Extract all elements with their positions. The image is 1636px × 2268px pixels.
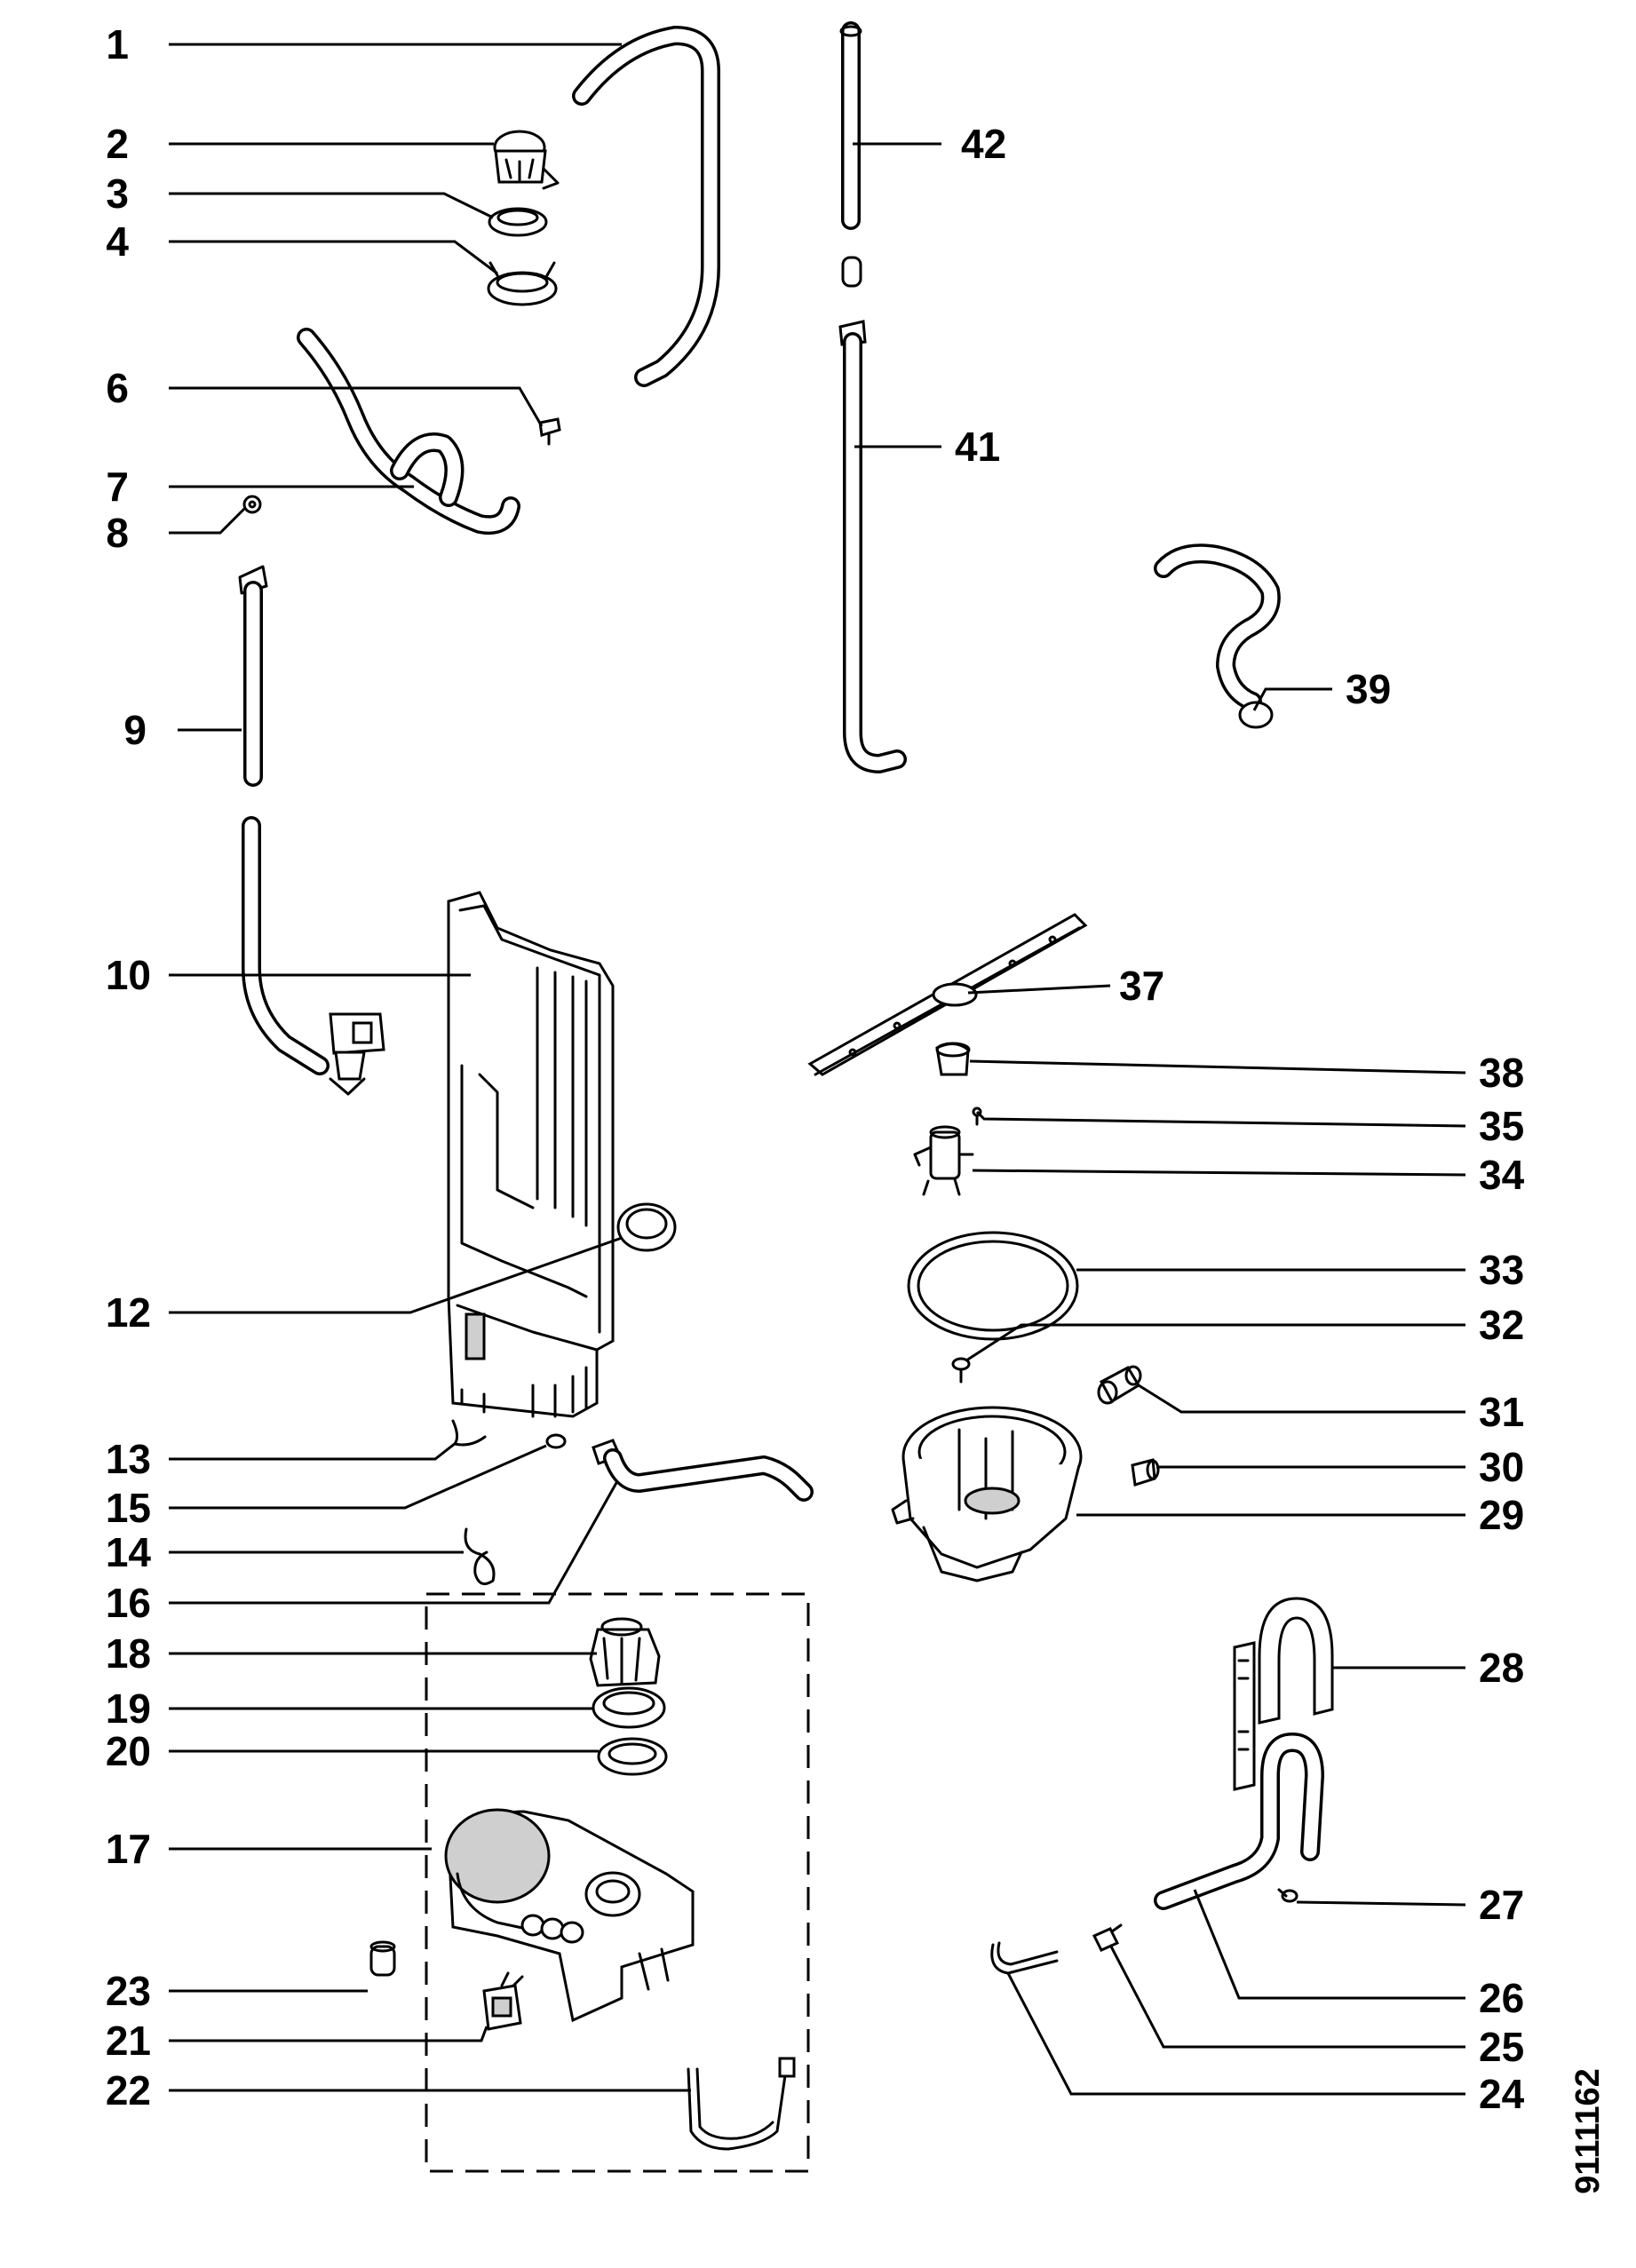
part-1-hose [572,26,720,387]
label-part-8: 8 [106,510,129,556]
label-part-24: 24 [1479,2071,1525,2117]
part-number-labels: 1 2 3 4 6 7 8 9 10 12 13 15 14 16 18 19 … [106,21,1525,2117]
label-part-35: 35 [1479,1103,1524,1149]
label-part-1: 1 [106,21,129,67]
label-part-9: 9 [123,707,147,753]
part-2-valve [493,130,560,190]
part-27-clip [1277,1888,1298,1903]
label-part-10: 10 [106,952,151,998]
label-part-12: 12 [106,1289,151,1336]
part-34-bracket [913,1125,974,1196]
part-23-cap [369,1940,396,1977]
part-30-screw [1131,1458,1160,1487]
part-14-clip [464,1527,496,1586]
part-35-screw [972,1106,982,1126]
label-part-16: 16 [106,1580,151,1626]
part-4-clamp [487,261,558,306]
label-part-3: 3 [106,170,129,217]
part-42-sleeve [841,256,862,288]
label-part-20: 20 [106,1728,151,1774]
part-17-tank [444,1808,695,2023]
part-28-bracket [1233,1597,1334,1791]
part-15-ring [545,1433,567,1449]
label-part-13: 13 [106,1436,151,1482]
label-part-31: 31 [1479,1389,1524,1435]
label-part-30: 30 [1479,1444,1524,1490]
label-part-23: 23 [106,1968,151,2014]
label-part-19: 19 [106,1685,151,1732]
part-39-tube [1154,543,1281,729]
part-31-plug [1097,1365,1142,1405]
label-part-32: 32 [1479,1302,1524,1348]
label-part-42: 42 [961,121,1006,167]
part-25-connector [1092,1923,1123,1952]
part-10-panel [447,891,615,1418]
part-24-hook [990,1941,1059,1975]
part-33-ring [907,1231,1079,1341]
part-41-tube [838,320,907,773]
part-9-lower-tube [242,816,385,1096]
label-part-18: 18 [106,1630,151,1677]
label-part-14: 14 [106,1529,152,1575]
label-part-21: 21 [106,2018,151,2064]
label-part-22: 22 [106,2067,151,2113]
label-part-26: 26 [1479,1975,1524,2021]
label-part-41: 41 [955,424,1000,470]
label-part-2: 2 [106,121,129,167]
part-29-sump [891,1406,1083,1582]
label-part-15: 15 [106,1485,151,1531]
drawing-number: 9111162 [1569,2068,1607,2194]
part-16-hose [592,1439,814,1502]
label-part-33: 33 [1479,1247,1524,1293]
label-part-28: 28 [1479,1645,1524,1691]
part-9-tube [238,565,268,787]
label-part-29: 29 [1479,1492,1524,1538]
label-part-7: 7 [106,464,129,510]
part-42-tube [839,21,862,230]
part-7-hose [297,328,520,535]
label-part-17: 17 [106,1826,151,1872]
part-21-switch [482,1971,524,2031]
part-13-clip [451,1419,487,1447]
leader-lines [169,43,1466,2096]
part-12-grommet [616,1202,677,1252]
part-26-tube [1154,1733,1324,1910]
part-6-screw [538,417,561,446]
part-32-screw [951,1357,971,1384]
label-part-34: 34 [1479,1152,1525,1198]
label-part-37: 37 [1119,963,1164,1009]
part-22-wire [687,2057,796,2151]
part-19-ring [592,1686,666,1729]
label-part-39: 39 [1346,666,1391,712]
assembly-dashed-box [425,1592,810,2173]
part-3-ring [488,207,548,237]
part-37-spray-arm [807,913,1088,1076]
label-part-25: 25 [1479,2024,1524,2070]
label-part-38: 38 [1479,1050,1524,1096]
label-part-4: 4 [106,218,129,265]
part-20-seal [597,1737,668,1776]
part-18-cap [589,1617,661,1687]
part-38-nut [935,1042,971,1076]
label-part-27: 27 [1479,1882,1524,1928]
part-8-clip [242,495,262,514]
label-part-6: 6 [106,365,129,411]
